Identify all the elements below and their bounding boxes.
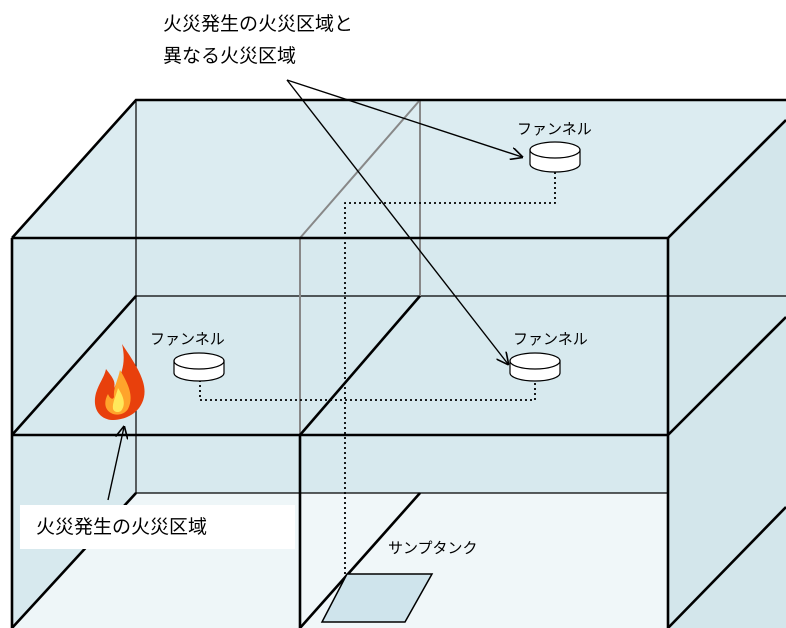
upper-roof-face — [12, 100, 786, 238]
floor-outlines — [10, 98, 786, 628]
sump-tank-icon — [320, 573, 434, 623]
fire-area-label: 火災発生の火災区域 — [36, 516, 208, 538]
funnel-icon — [509, 352, 561, 382]
sump-tank-label: サンプタンク — [388, 539, 478, 557]
funnel-icon — [173, 352, 225, 382]
funnel-top-label: ファンネル — [517, 120, 592, 138]
drain-pipe — [199, 172, 556, 593]
fire-icon — [94, 344, 145, 420]
funnel-icon — [529, 141, 581, 173]
other-area-label-line2: 異なる火災区域 — [163, 45, 297, 67]
funnel-right-label: ファンネル — [513, 330, 588, 348]
arrow-icon — [107, 79, 522, 501]
building-right-face — [668, 120, 786, 628]
other-area-label-line1: 火災発生の火災区域と — [163, 13, 354, 35]
funnel-left-label: ファンネル — [150, 330, 225, 348]
fire-area-caption-box — [20, 505, 295, 549]
